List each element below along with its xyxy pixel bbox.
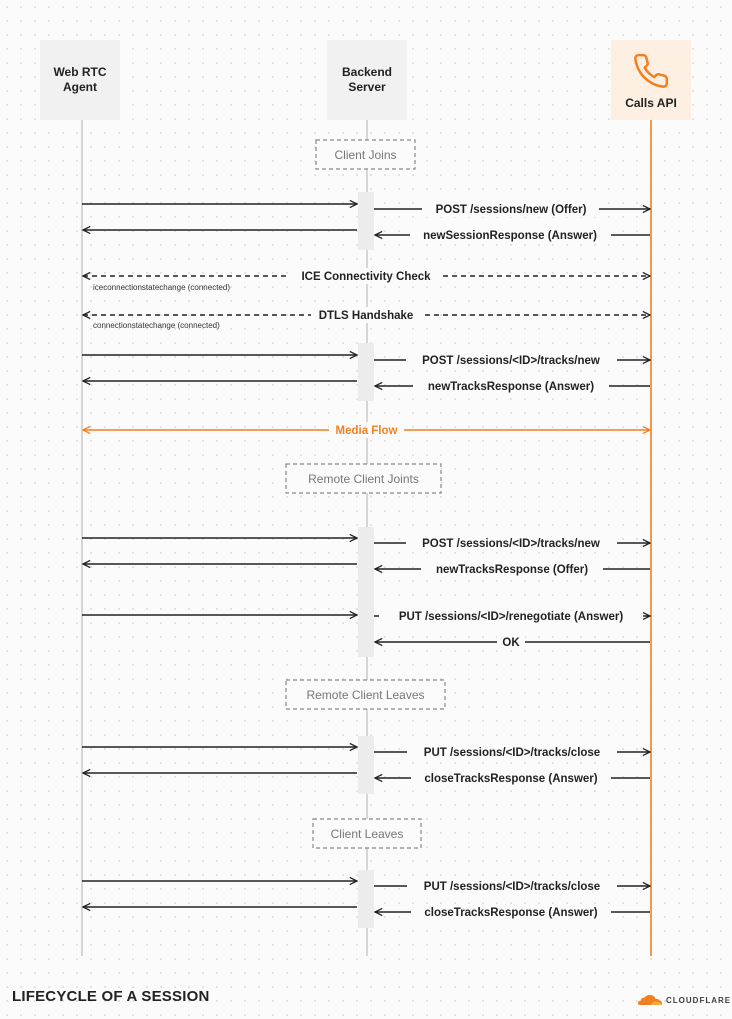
actor-backend-line2: Server [348, 80, 386, 94]
activation-bar [358, 527, 374, 657]
label-bg [329, 422, 404, 438]
phase-client-joins: Client Joins [334, 148, 396, 162]
label-bg [410, 227, 611, 243]
label-bg [421, 561, 603, 577]
label-bg [411, 770, 611, 786]
phase-remote-client-leaves: Remote Client Leaves [306, 688, 424, 702]
label-bg [311, 307, 422, 323]
activation-bar [358, 343, 374, 401]
actor-calls-label: Calls API [625, 95, 677, 110]
cloudflare-logo: CLOUDFLARE [637, 994, 731, 1006]
label-bg [497, 634, 525, 650]
label-dtls-state: connectionstatechange (connected) [93, 321, 220, 330]
label-new-session-response: newSessionResponse (Answer) [423, 230, 597, 242]
phase-remote-client-joints: Remote Client Joints [308, 472, 419, 486]
label-post-tracks-new-2: POST /sessions/<ID>/tracks/new [422, 538, 600, 550]
label-close-tracks-response-1: closeTracksResponse (Answer) [424, 773, 597, 785]
activation-bar [358, 736, 374, 794]
label-new-tracks-response-answer: newTracksResponse (Answer) [428, 381, 594, 393]
label-dtls: DTLS Handshake [319, 310, 414, 322]
actor-backend-line1: Backend [341, 65, 393, 79]
label-ice-state: iceconnectionstatechange (connected) [93, 283, 230, 292]
label-bg [422, 201, 599, 217]
label-put-tracks-close-2: PUT /sessions/<ID>/tracks/close [424, 881, 600, 893]
phase-box-remote-client-leaves [285, 679, 446, 710]
actor-web-line1: Web RTC [53, 65, 107, 79]
phone-icon [634, 53, 669, 88]
phase-box-client-leaves [312, 818, 422, 849]
label-bg [406, 535, 617, 551]
activation-bar [358, 870, 374, 928]
diagram-title: LIFECYCLE OF A SESSION [12, 988, 210, 1005]
cloud-icon [638, 995, 662, 1005]
label-bg [413, 378, 609, 394]
label-bg [407, 878, 617, 894]
actor-web-line2: Agent [63, 80, 97, 94]
label-ice-check: ICE Connectivity Check [301, 271, 431, 283]
label-media-flow: Media Flow [336, 425, 398, 437]
activation-bar [358, 192, 374, 250]
brand-name: CLOUDFLARE [666, 995, 732, 1005]
label-put-tracks-close-1: PUT /sessions/<ID>/tracks/close [424, 747, 600, 759]
label-close-tracks-response-2: closeTracksResponse (Answer) [424, 907, 597, 919]
actor-web-rtc-agent: Web RTC Agent [40, 40, 120, 120]
label-bg [406, 352, 617, 368]
label-new-tracks-response-offer: newTracksResponse (Offer) [436, 564, 588, 576]
phase-box-client-joins [315, 139, 416, 170]
label-bg [411, 904, 611, 920]
label-post-sessions-new: POST /sessions/new (Offer) [436, 204, 587, 216]
label-bg [290, 268, 442, 284]
label-bg [379, 608, 643, 624]
actor-backend-server: Backend Server [327, 40, 407, 120]
label-ok: OK [502, 637, 520, 649]
actor-calls-api: Calls API [611, 40, 691, 120]
phase-client-leaves: Client Leaves [331, 827, 404, 841]
label-put-renegotiate: PUT /sessions/<ID>/renegotiate (Answer) [399, 611, 623, 623]
phase-box-remote-client-joints [285, 463, 442, 494]
label-bg [407, 744, 617, 760]
label-post-tracks-new-1: POST /sessions/<ID>/tracks/new [422, 355, 600, 367]
